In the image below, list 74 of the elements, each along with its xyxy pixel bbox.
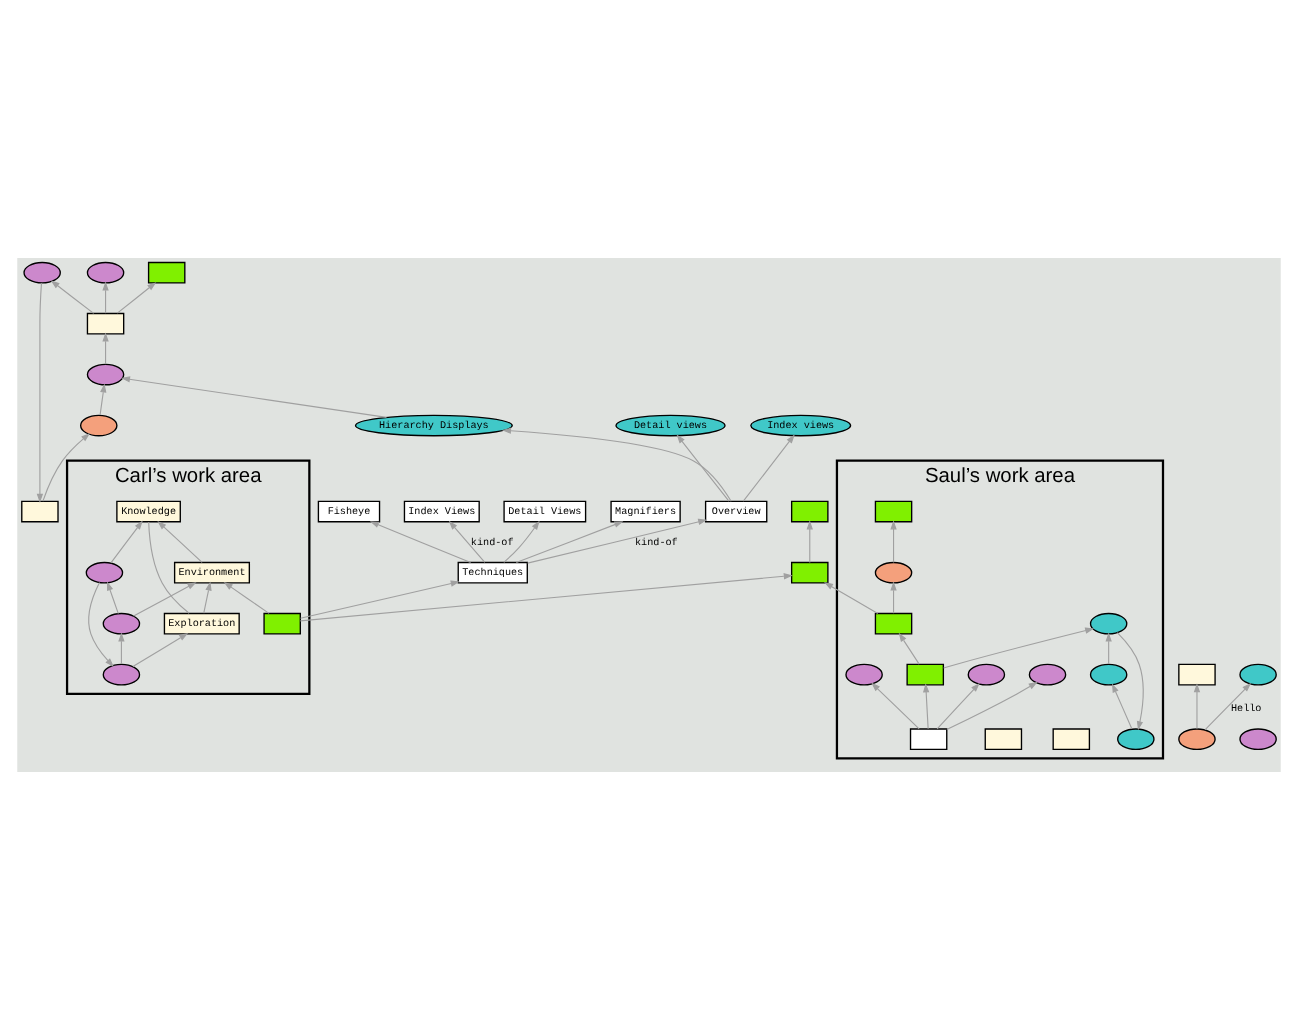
- node-box: [21, 500, 59, 523]
- arrow: [890, 581, 897, 614]
- node-box: [790, 561, 829, 584]
- arrow: [102, 332, 109, 365]
- arrow: [99, 383, 107, 416]
- arrow: [922, 683, 930, 730]
- arrow: [223, 582, 270, 614]
- node-box: [147, 261, 186, 284]
- node-ellipse: [86, 261, 125, 284]
- arrow: [1105, 632, 1112, 665]
- arrow: [676, 434, 730, 502]
- arrow: [42, 433, 91, 502]
- node-ellipse: [86, 363, 125, 386]
- node-ellipse: [1239, 663, 1277, 686]
- arrow: [448, 520, 486, 563]
- node-ellipse: [1239, 728, 1277, 751]
- arrow: [107, 581, 119, 615]
- arrow: [299, 580, 460, 619]
- node-ellipse: [85, 561, 124, 584]
- node-ellipse: [1028, 663, 1067, 686]
- node-ellipse: [102, 663, 141, 686]
- node-ellipse: [79, 414, 118, 437]
- node-box: [874, 612, 913, 635]
- node-box: [984, 728, 1023, 751]
- arrow: [133, 582, 197, 617]
- arrow: [890, 520, 897, 563]
- node-ellipse: [1117, 728, 1155, 751]
- arrow: [1193, 683, 1201, 730]
- arrow: [1204, 682, 1252, 731]
- node-ellipse: [1089, 663, 1128, 686]
- arrow: [132, 633, 189, 668]
- arrow: [824, 582, 879, 614]
- node-box: [906, 663, 945, 686]
- node-ellipse: [1089, 612, 1128, 635]
- arrow: [898, 632, 920, 665]
- arrow: [501, 427, 732, 502]
- arrow: [116, 282, 157, 314]
- arrow: [515, 521, 624, 564]
- node-box: [1178, 663, 1216, 686]
- arrow: [118, 632, 125, 665]
- node-box: [263, 612, 301, 635]
- node-ellipse: [845, 663, 883, 686]
- arrow: [946, 681, 1038, 730]
- arrow: [88, 582, 114, 667]
- connector: [148, 521, 190, 614]
- node-ellipse: [874, 561, 913, 584]
- node-box: [1052, 728, 1091, 751]
- arrow: [157, 520, 203, 563]
- node-ellipse: [967, 663, 1006, 686]
- arrow: [203, 581, 212, 614]
- arrow: [527, 518, 708, 564]
- arrow: [120, 376, 388, 418]
- node-ellipse: [23, 261, 61, 284]
- node-box: [909, 728, 948, 751]
- node-box: [790, 500, 829, 523]
- arrow: [1112, 683, 1133, 730]
- arrow: [503, 520, 540, 563]
- node-box: [874, 500, 913, 523]
- arrow: [50, 280, 95, 314]
- arrow: [369, 521, 472, 564]
- node-box: [86, 312, 125, 335]
- arrow: [299, 573, 793, 622]
- node-ellipse: [102, 612, 141, 635]
- arrow: [36, 282, 44, 503]
- cluster: Saul’s work area: [835, 459, 1165, 760]
- arrow: [871, 682, 920, 730]
- arrow: [102, 281, 109, 314]
- arrow: [936, 682, 980, 730]
- arrow: [943, 627, 1095, 669]
- arrow: [110, 520, 143, 564]
- node-ellipse: [1178, 728, 1216, 751]
- arrow: [1116, 632, 1144, 731]
- arrow: [742, 434, 795, 502]
- arrow: [806, 520, 813, 563]
